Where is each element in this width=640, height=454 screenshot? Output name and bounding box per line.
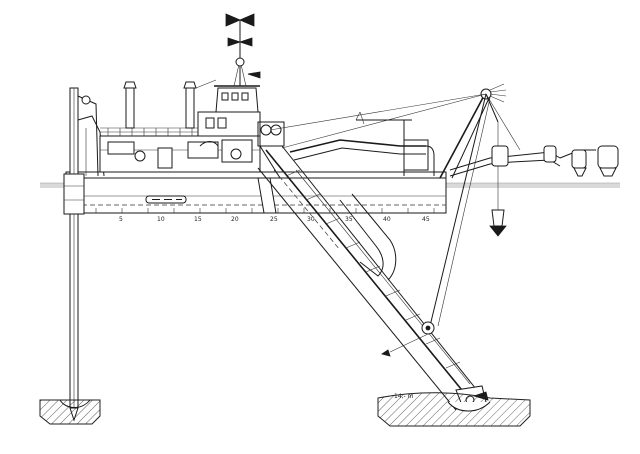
scale-tick: 30 (307, 216, 315, 223)
scale-tick: 15 (194, 216, 202, 223)
door (157, 147, 173, 169)
discharge-pipeline (289, 139, 619, 177)
scale-tick: 20 (231, 216, 239, 223)
scale-tick: 10 (157, 216, 165, 223)
ladder-gantry (257, 121, 285, 179)
seabed (39, 392, 531, 427)
bow-a-frame (269, 83, 521, 327)
wheelhouse (195, 13, 261, 113)
pontoon (571, 149, 587, 169)
scale-tick: 45 (422, 216, 430, 223)
pontoon (543, 145, 557, 163)
depth-label: 14,- m (394, 393, 414, 400)
hull (65, 171, 447, 214)
scale-tick: 35 (345, 216, 353, 223)
spud-pole (63, 87, 105, 422)
hook-block (491, 209, 505, 227)
exhaust-stack (123, 81, 197, 129)
pontoon (597, 145, 619, 169)
deckhouse (99, 81, 262, 173)
pontoon (491, 145, 509, 167)
scale-tick: 5 (119, 216, 123, 223)
scale-tick: 25 (270, 216, 278, 223)
scale-tick: 40 (383, 216, 391, 223)
hull-scale: 5 10 15 20 25 30 35 40 45 (119, 216, 430, 223)
